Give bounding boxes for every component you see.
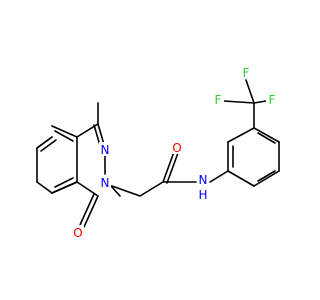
bond-double-amide-CO-a: [162, 151, 175, 183]
bond-benzo-top: [36, 136, 53, 149]
bond-1: [36, 181, 53, 194]
bond-18: [253, 170, 280, 187]
bond-double-ring-CO-a: [83, 195, 99, 228]
atom-label-O-amide: O: [172, 141, 181, 155]
bond-22: [245, 79, 255, 104]
bond-double-benzo-1-b: [40, 139, 57, 152]
bond-aryl-inner-3: [257, 170, 276, 182]
atom-label-layer: N N O O N H F F F: [72, 65, 278, 240]
bond-benzo-inner-3: [54, 130, 74, 142]
bond-16: [253, 127, 280, 143]
bond-double-ring-CO-b: [79, 193, 95, 226]
atom-label-H-amide: H: [198, 188, 207, 202]
atom-label-N-amide: N: [199, 173, 208, 187]
atom-label-F-3: F: [269, 93, 276, 107]
bond-7: [110, 185, 121, 197]
bond-double-amide-CO-b: [166, 152, 179, 184]
atom-label-N-ring-a: N: [101, 143, 110, 157]
atom-label-O-ring-carbonyl: O: [73, 226, 82, 240]
bond-aryl-inner-2: [257, 132, 276, 144]
molecule-structure-diagram: N N O O N H F F F: [36, 65, 280, 240]
bond-layer: [36, 79, 280, 228]
bond-11: [139, 181, 164, 197]
bond-21: [223, 100, 255, 104]
bond-15: [227, 127, 255, 143]
bond-2: [51, 125, 78, 138]
bond-10: [111, 185, 141, 197]
bond-5: [76, 181, 99, 197]
bond-23: [253, 100, 267, 104]
atom-label-N-ring-b: N: [101, 176, 110, 190]
bond-13: [209, 170, 229, 183]
atom-label-F-1: F: [215, 93, 222, 107]
bond-benzo-inner-2: [54, 177, 74, 188]
bond-double-benzo-2-b: [51, 181, 78, 194]
atom-label-F-2: F: [243, 66, 250, 80]
bond-19: [227, 170, 255, 187]
